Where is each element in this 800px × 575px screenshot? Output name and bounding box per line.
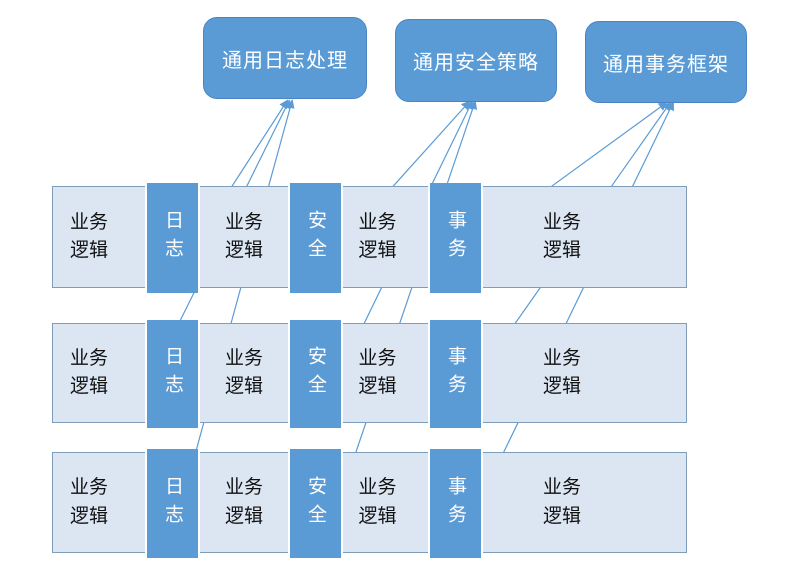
common-transaction-label: 通用事务框架 (603, 53, 729, 76)
aspect-security-block: 安全 (288, 320, 343, 428)
common-transaction-box: 通用事务框架 (585, 21, 747, 103)
aspect-transaction-block: 事务 (428, 320, 483, 428)
aspect-transaction-block: 事务 (428, 183, 483, 293)
aspect-transaction-block: 事务 (428, 449, 483, 558)
business-logic-segment: 业务 逻辑 (224, 211, 263, 262)
aspect-security-label: 安全 (305, 475, 326, 532)
aspect-log-label: 日志 (162, 475, 183, 532)
aspect-transaction-label: 事务 (445, 475, 466, 532)
common-logging-label: 通用日志处理 (222, 49, 348, 72)
common-security-label: 通用安全策略 (413, 52, 539, 74)
aspect-security-block: 安全 (288, 449, 343, 558)
business-logic-segment: 业务 逻辑 (542, 477, 581, 527)
aspect-security-label: 安全 (305, 346, 326, 402)
aspect-transaction-label: 事务 (445, 210, 466, 266)
business-logic-segment: 业务 逻辑 (358, 477, 397, 527)
common-security-box: 通用安全策略 (395, 19, 557, 102)
common-logging-box: 通用日志处理 (203, 17, 367, 99)
business-layer-row-1: 业务 逻辑 日志 业务 逻辑 安全 业务 逻辑 事务 业务 逻辑 (52, 183, 687, 293)
arrow-row3-transaction-to-transaction (480, 101, 674, 500)
business-logic-segment: 业务 逻辑 (542, 211, 581, 262)
business-layer-row-2: 业务 逻辑 日志 业务 逻辑 安全 业务 逻辑 事务 业务 逻辑 (52, 320, 687, 428)
aspect-log-block: 日志 (145, 183, 200, 293)
aspect-log-block: 日志 (145, 320, 200, 428)
business-logic-segment: 业务 逻辑 (69, 347, 108, 398)
business-logic-segment: 业务 逻辑 (224, 347, 263, 398)
aspect-transaction-label: 事务 (445, 346, 466, 402)
business-logic-segment: 业务 逻辑 (69, 211, 108, 262)
business-logic-segment: 业务 逻辑 (224, 477, 263, 527)
aspect-log-block: 日志 (145, 449, 200, 558)
business-layer-row-3: 业务 逻辑 日志 业务 逻辑 安全 业务 逻辑 事务 业务 逻辑 (52, 449, 687, 558)
aspect-log-label: 日志 (162, 346, 183, 402)
business-logic-segment: 业务 逻辑 (69, 477, 108, 527)
aspect-security-label: 安全 (305, 210, 326, 266)
business-logic-segment: 业务 逻辑 (358, 347, 397, 398)
aspect-log-label: 日志 (162, 210, 183, 266)
aspect-security-block: 安全 (288, 183, 343, 293)
business-logic-segment: 业务 逻辑 (358, 211, 397, 262)
arrow-row3-security-to-security (341, 100, 478, 494)
business-logic-segment: 业务 逻辑 (542, 347, 581, 398)
